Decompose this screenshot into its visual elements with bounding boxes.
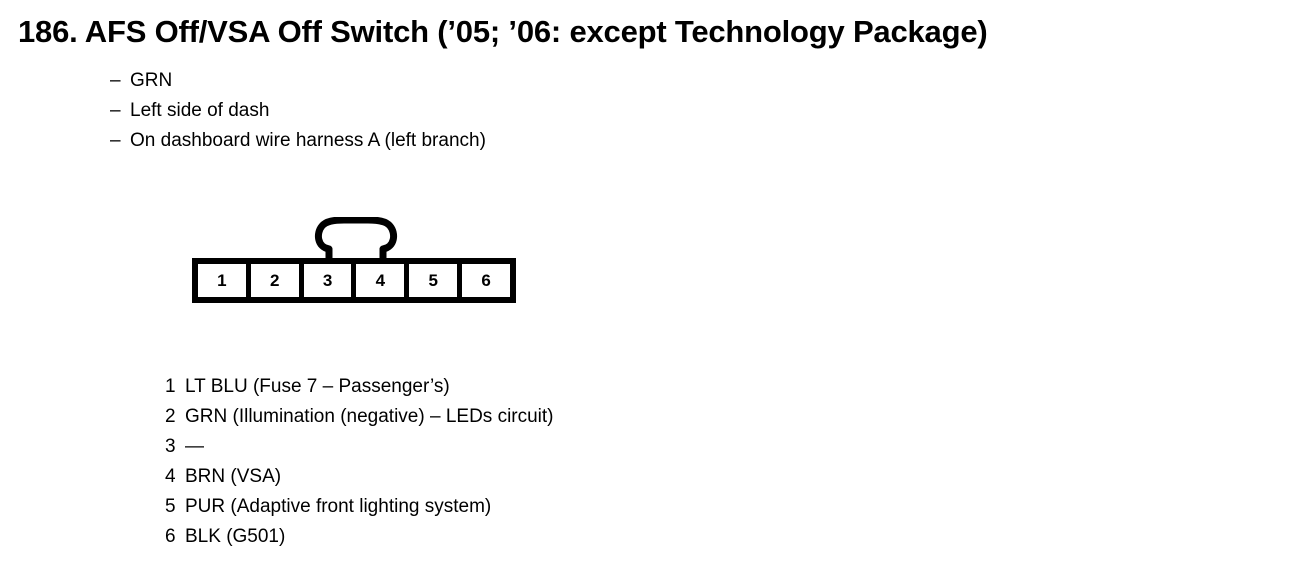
connector-body: 1 2 3 4 5 6 bbox=[192, 258, 516, 303]
pin-legend-row-1: 1 LT BLU (Fuse 7 – Passenger’s) bbox=[165, 372, 554, 402]
list-item: –GRN bbox=[110, 66, 486, 96]
note-text: Left side of dash bbox=[130, 100, 270, 121]
pin-legend-row-2: 2 GRN (Illumination (negative) – LEDs cir… bbox=[165, 402, 554, 432]
pin-legend-row-5: 5 PUR (Adaptive front lighting system) bbox=[165, 492, 554, 522]
pin-number: 5 bbox=[165, 496, 176, 517]
pin-number: 3 bbox=[165, 436, 176, 457]
pin-number: 6 bbox=[165, 526, 176, 547]
pin-description: — bbox=[185, 436, 204, 457]
pin-legend-row-3: 3— bbox=[165, 432, 554, 462]
pin-description: PUR (Adaptive front lighting system) bbox=[185, 496, 492, 517]
pin-description: GRN (Illumination (negative) – LEDs circ… bbox=[185, 406, 554, 427]
note-text: On dashboard wire harness A (left branch… bbox=[130, 130, 486, 151]
page-title: 186. AFS Off/VSA Off Switch (’05; ’06: e… bbox=[18, 14, 988, 49]
pin-cell-3: 3 bbox=[304, 264, 357, 297]
connector-diagram: 1 2 3 4 5 6 bbox=[192, 214, 522, 309]
dash-bullet-icon: – bbox=[110, 100, 121, 121]
pin-description: BRN (VSA) bbox=[185, 466, 282, 487]
dash-bullet-icon: – bbox=[110, 130, 121, 151]
pin-cell-5: 5 bbox=[409, 264, 463, 297]
pin-legend: 1 LT BLU (Fuse 7 – Passenger’s) 2 GRN (Ill… bbox=[165, 372, 554, 552]
pin-legend-row-6: 6 BLK (G501) bbox=[165, 522, 554, 552]
pin-cell-6: 6 bbox=[481, 271, 491, 290]
pin-description: LT BLU (Fuse 7 – Passenger’s) bbox=[185, 376, 450, 397]
pin-number: 2 bbox=[165, 406, 176, 427]
pin-cell-4: 4 bbox=[356, 264, 410, 297]
pin-description: BLK (G501) bbox=[185, 526, 286, 547]
pin-cell-1: 1 bbox=[198, 264, 251, 297]
list-item: –On dashboard wire harness A (left branc… bbox=[110, 126, 486, 156]
pin-cell-2: 2 bbox=[251, 264, 304, 297]
pin-number: 4 bbox=[165, 466, 176, 487]
notes-list: –GRN –Left side of dash –On dashboard wi… bbox=[110, 66, 486, 156]
pin-legend-row-4: 4 BRN (VSA) bbox=[165, 462, 554, 492]
note-text: GRN bbox=[130, 70, 173, 91]
dash-bullet-icon: – bbox=[110, 70, 121, 91]
list-item: –Left side of dash bbox=[110, 96, 486, 126]
connector-latch-icon bbox=[314, 217, 398, 263]
pin-number: 1 bbox=[165, 376, 176, 397]
